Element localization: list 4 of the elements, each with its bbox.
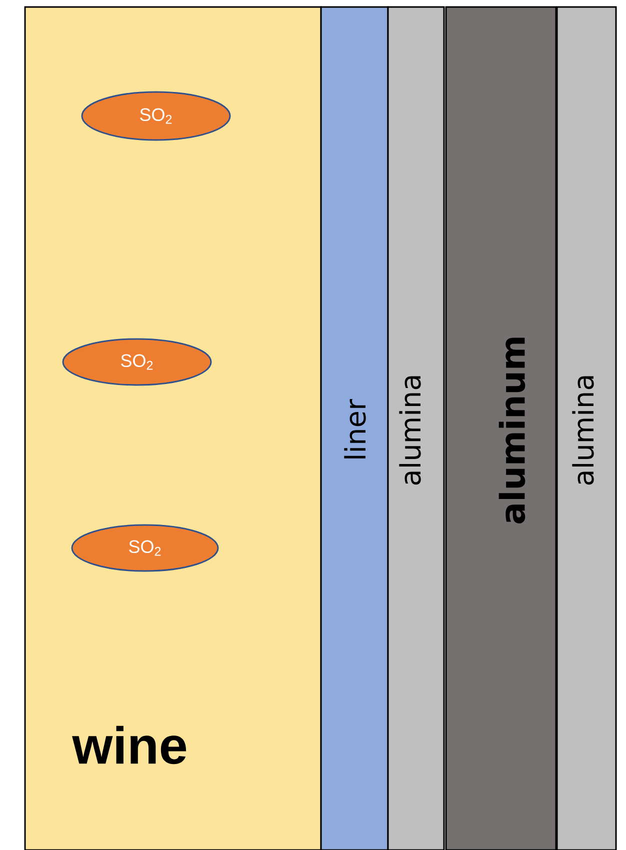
layer-band: alumina: [556, 6, 617, 850]
layer-band: liner: [320, 6, 389, 850]
layer-band: aluminum: [445, 6, 557, 850]
layer-band: alumina: [387, 6, 445, 850]
